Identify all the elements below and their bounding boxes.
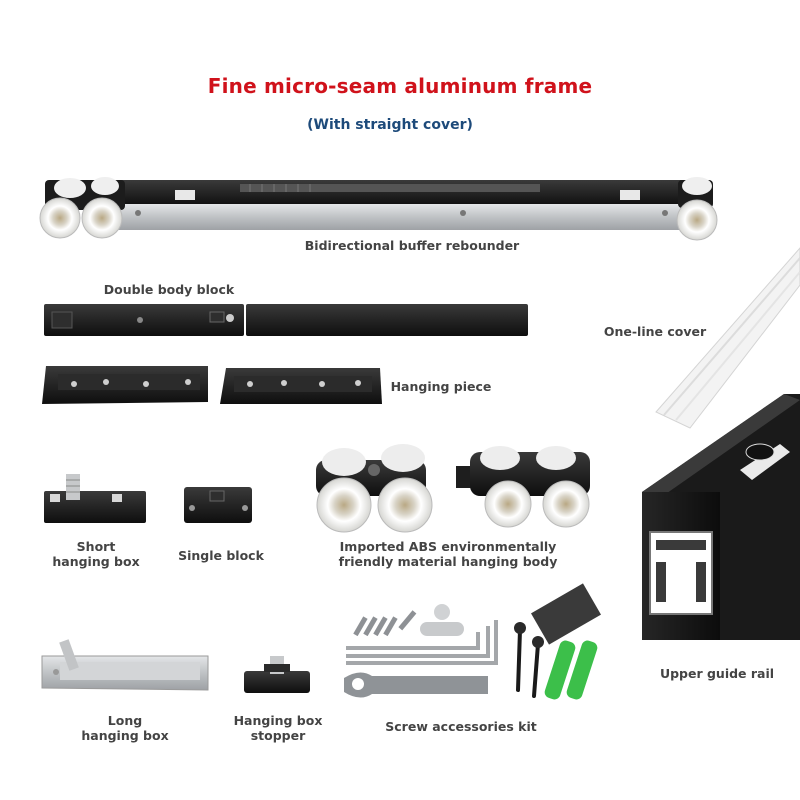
- label-upper-guide-rail: Upper guide rail: [659, 666, 775, 681]
- label-single-block: Single block: [178, 548, 264, 563]
- label-one-line-cover: One-line cover: [603, 324, 707, 339]
- single-block-image: [184, 487, 252, 523]
- one-line-cover-image: [655, 247, 800, 429]
- hanging-body-image: [316, 444, 590, 533]
- label-long-hanging-box: Long hanging box: [81, 713, 169, 743]
- page-title: Fine micro-seam aluminum frame: [207, 74, 593, 98]
- upper-guide-rail-image: [642, 394, 800, 640]
- label-double-body-block: Double body block: [103, 282, 235, 297]
- label-hanging-piece: Hanging piece: [390, 379, 492, 394]
- hanging-piece-image: [42, 366, 382, 404]
- page-subtitle: (With straight cover): [307, 117, 473, 133]
- double-body-block-image: [44, 304, 528, 336]
- hanging-box-stopper-image: [244, 656, 310, 693]
- buffer-rebounder-image: [39, 177, 718, 241]
- label-buffer-rebounder: Bidirectional buffer rebounder: [304, 238, 520, 253]
- long-hanging-box-image: [41, 639, 209, 691]
- label-hanging-box-stopper: Hanging box stopper: [233, 713, 323, 743]
- label-hanging-body: Imported ABS environmentally friendly ma…: [338, 539, 558, 569]
- screw-kit-image: [344, 583, 601, 700]
- label-screw-kit: Screw accessories kit: [385, 719, 537, 734]
- label-short-hanging-box: Short hanging box: [52, 539, 140, 569]
- short-hanging-box-image: [44, 474, 146, 523]
